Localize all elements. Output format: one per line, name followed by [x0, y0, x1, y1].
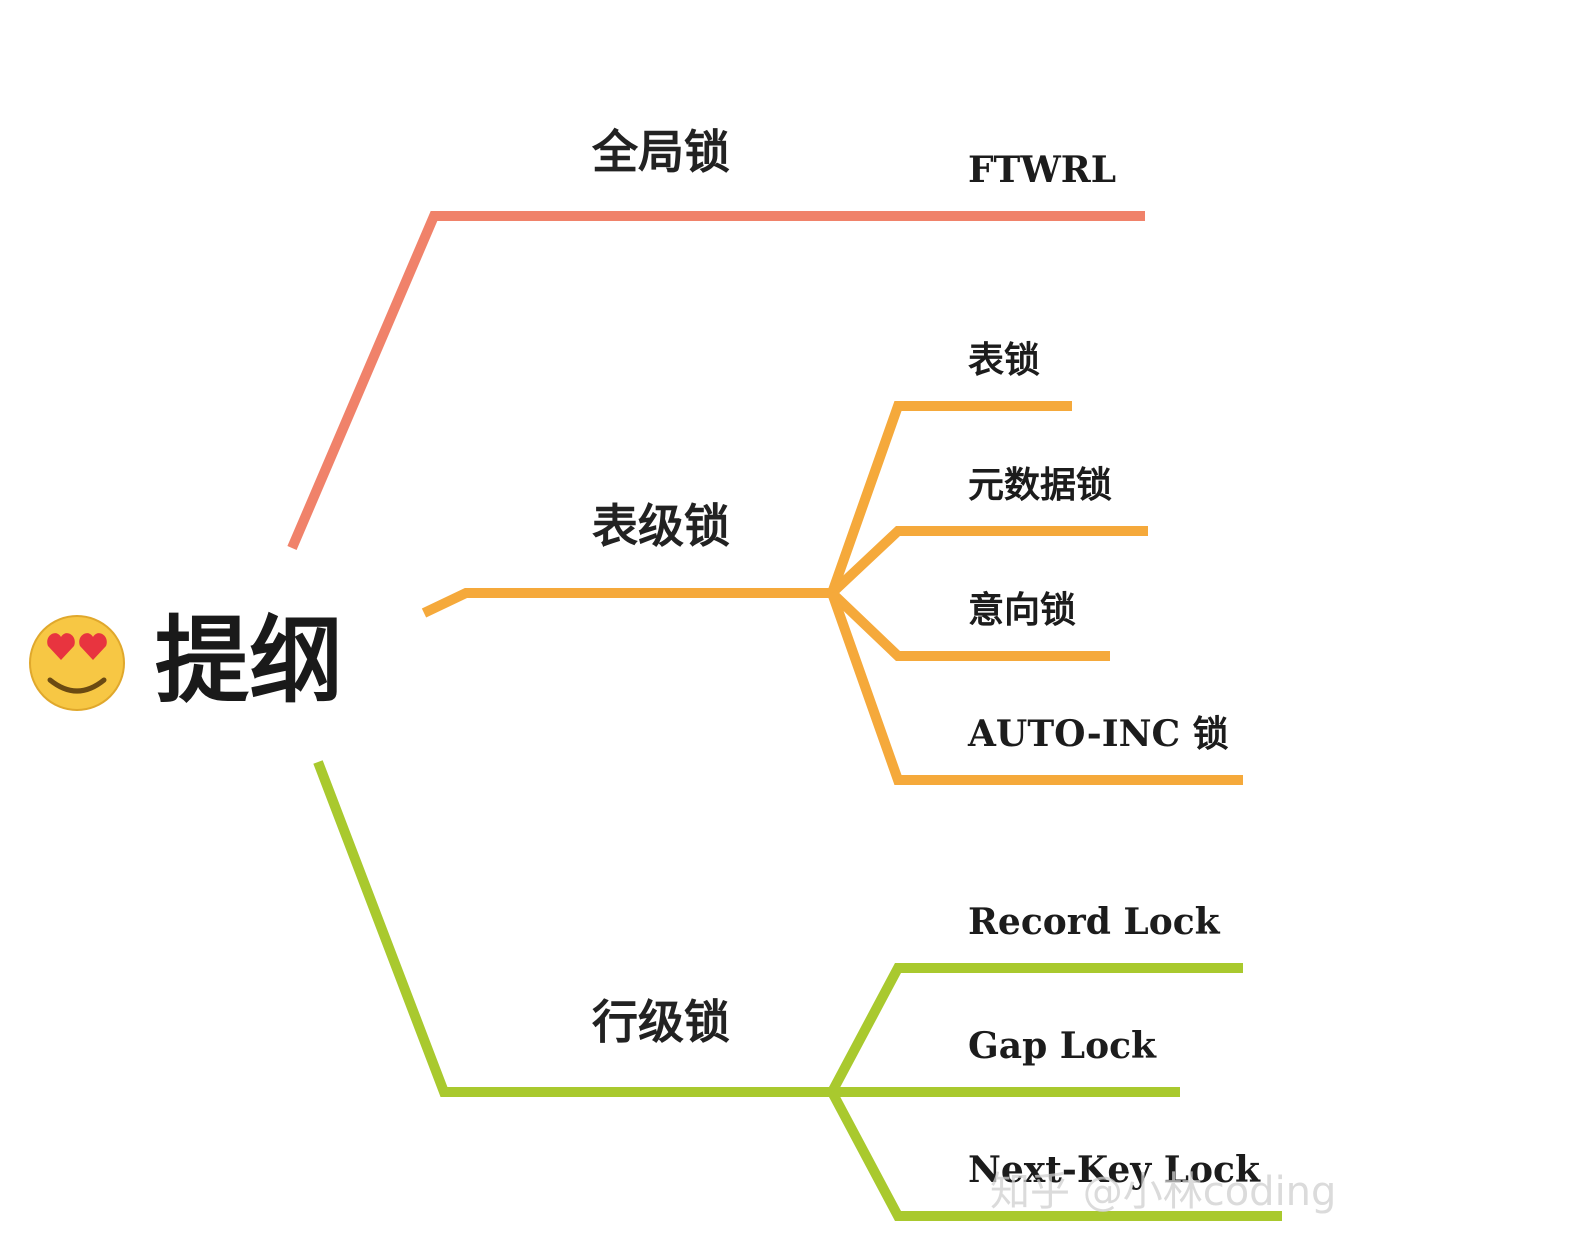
branch-global-lock: 全局锁 FTWRL [287, 125, 1145, 550]
leaf-gap-lock: Gap Lock [968, 1025, 1157, 1067]
table-sub-connector-1 [827, 401, 1072, 595]
branch-table-label: 表级锁 [592, 499, 730, 553]
table-sub-connector-4 [827, 591, 1243, 785]
root-title: 提纲 [155, 607, 343, 716]
row-sub-connector-1 [827, 963, 1243, 1095]
branch-row-connector [313, 760, 832, 1097]
branch-row-lock: 行级锁 Record Lock Gap Lock Next-Key Lock [313, 760, 1282, 1221]
root-node: 提纲 [29, 607, 343, 716]
leaf-next-key-lock: Next-Key Lock [968, 1149, 1261, 1191]
leaf-intention-lock: 意向锁 [968, 590, 1076, 631]
leaf-table-lock: 表锁 [968, 340, 1040, 381]
leaf-ftwrl: FTWRL [968, 149, 1116, 191]
smiling-face-with-heart-eyes-icon [29, 615, 125, 711]
branch-row-label: 行级锁 [592, 995, 730, 1049]
branch-table-lock: 表级锁 表锁 元数据锁 意向锁 AUTO-INC 锁 [421, 340, 1243, 785]
leaf-auto-inc-lock: AUTO-INC 锁 [967, 713, 1229, 755]
branch-table-connector [421, 588, 832, 618]
watermark: 知乎 @小林coding [990, 1169, 1336, 1215]
table-sub-connector-3 [828, 589, 1110, 661]
leaf-metadata-lock: 元数据锁 [968, 465, 1112, 506]
branch-global-connector [287, 211, 1145, 550]
branch-global-label: 全局锁 [591, 125, 730, 179]
leaf-record-lock: Record Lock [968, 901, 1221, 943]
table-sub-connector-2 [828, 526, 1148, 597]
row-sub-connector-3 [827, 1089, 1282, 1221]
